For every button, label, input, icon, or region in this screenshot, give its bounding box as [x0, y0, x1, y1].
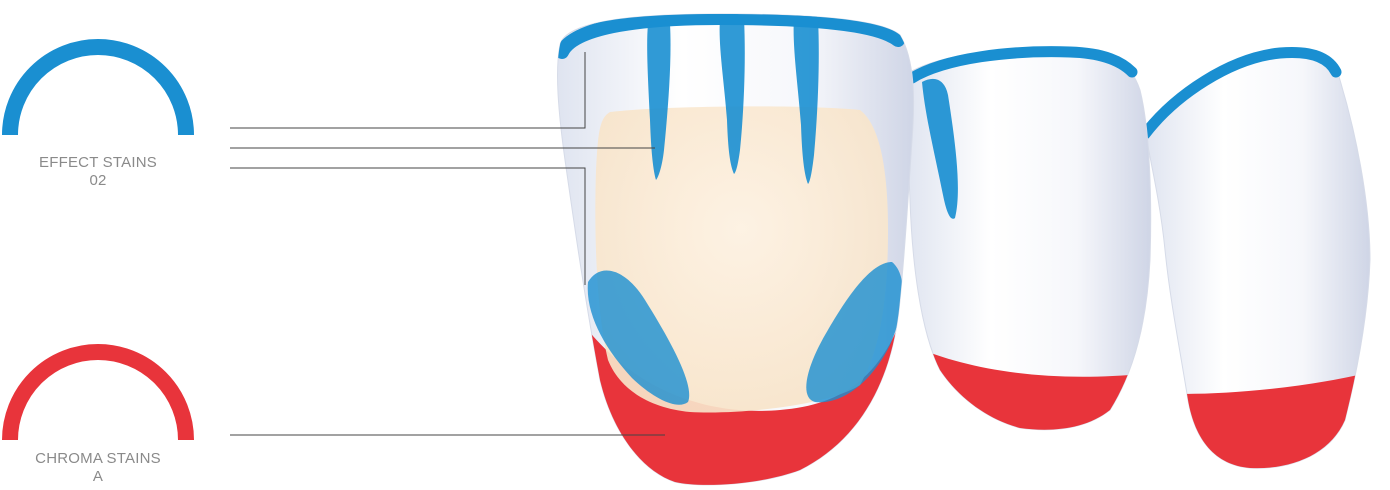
effect-stains-swatch-arc [10, 47, 186, 135]
effect-stains-label-line1: EFFECT STAINS [0, 154, 208, 172]
chroma-stains-label-line1: CHROMA STAINS [0, 450, 208, 468]
legend-effect-stains [10, 47, 186, 135]
effect-stains-label: EFFECT STAINS 02 [0, 154, 208, 190]
leader-line-proximal-stain [230, 168, 585, 285]
back-tooth [1140, 50, 1380, 490]
chroma-stains-label-line2: A [0, 468, 208, 486]
legend-chroma-stains [10, 352, 186, 440]
effect-stains-label-line2: 02 [0, 172, 208, 190]
chroma-stains-swatch-arc [10, 352, 186, 440]
middle-tooth [900, 47, 1160, 490]
front-tooth [558, 14, 914, 490]
chroma-stains-label: CHROMA STAINS A [0, 450, 208, 486]
leader-line-incisal-edge [230, 52, 585, 128]
